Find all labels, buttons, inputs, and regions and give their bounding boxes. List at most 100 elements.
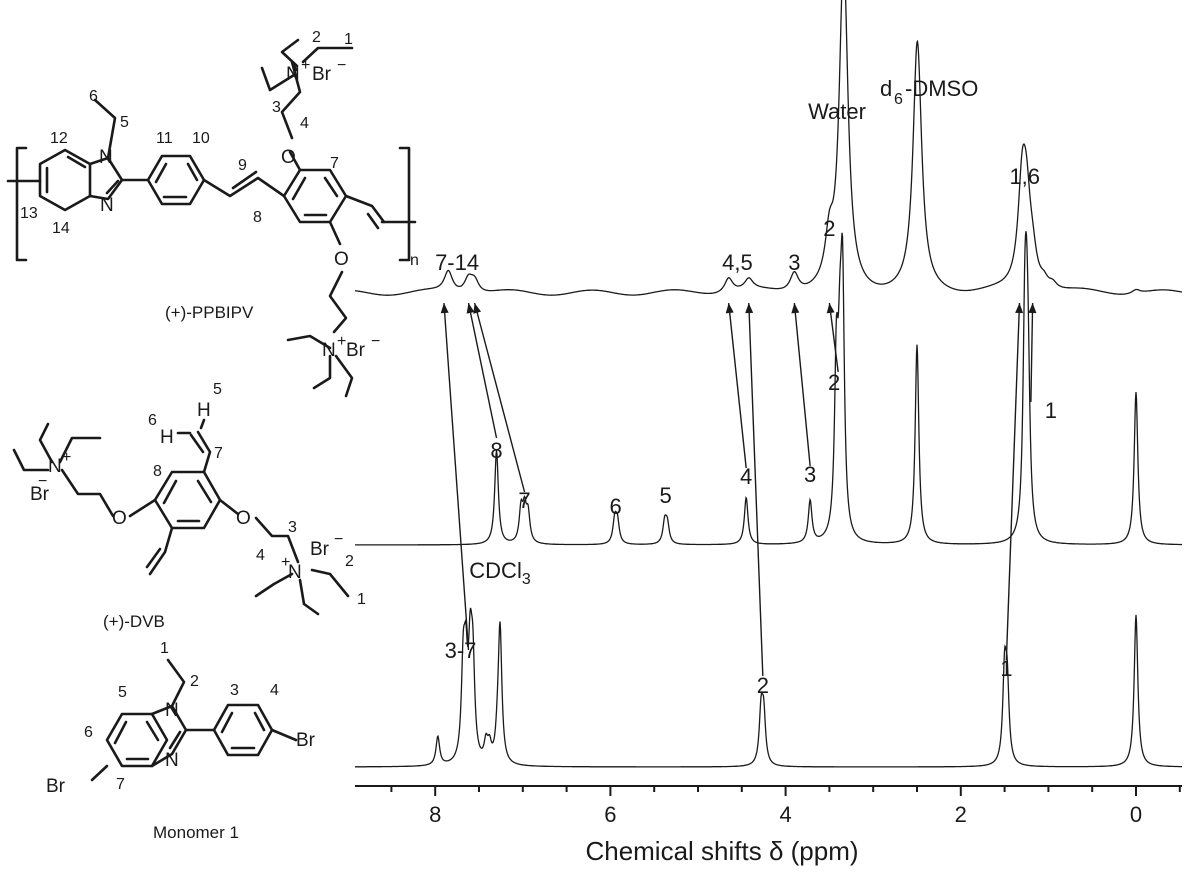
svg-text:N: N: [286, 64, 300, 85]
dvb-structure: [12, 418, 350, 616]
peak-label: 6: [610, 494, 622, 519]
monomer1-structure: [90, 658, 298, 782]
svg-text:1: 1: [160, 640, 169, 657]
polymer-top-ethyl-a: [280, 38, 300, 68]
peak-label: 3: [788, 250, 800, 275]
peak-label: 7: [518, 488, 530, 513]
svg-text:O: O: [112, 508, 127, 529]
svg-text:−: −: [337, 57, 346, 74]
peak-label: 2: [828, 370, 840, 395]
dvb-ring-inner: [162, 479, 213, 523]
svg-text:H: H: [197, 400, 211, 421]
svg-text:2: 2: [345, 553, 354, 570]
water-label: Water: [808, 99, 866, 124]
spectrum-trace-2: [355, 231, 1182, 546]
dvb-atom-labels: H H 6 5 7 8 O O 3 4 N + Br − N + Br − 2 …: [30, 381, 366, 631]
dvb-vinyl-top-h5: [199, 418, 206, 430]
dvb-left-ethyl-a: [38, 422, 54, 464]
polymer-vinylene-2-db: [366, 212, 380, 230]
svg-text:O: O: [236, 508, 251, 529]
svg-text:14: 14: [52, 220, 70, 237]
correlation-arrowhead: [826, 303, 835, 314]
polymer-vinylene-1-db: [231, 170, 258, 190]
polymer-top-chain: [280, 60, 302, 140]
svg-text:+: +: [301, 57, 310, 74]
svg-text:3: 3: [272, 99, 281, 116]
monomer1-br-bond-2: [270, 728, 298, 742]
svg-text:N: N: [165, 750, 179, 771]
dvb-vinyl-top: [196, 430, 212, 474]
dvb-right-chain: [254, 516, 300, 564]
monomer1-phenyl-inner: [220, 711, 266, 750]
x-tick-label: 2: [955, 802, 967, 827]
monomer1-benzo-inner: [113, 720, 160, 761]
polymer-structure: [6, 38, 417, 398]
correlation-arrow-line: [727, 302, 747, 469]
peak-label: 8: [490, 438, 502, 463]
spectrum-trace-3: [355, 607, 1182, 768]
x-axis-title: Chemical shifts δ (ppm): [585, 836, 858, 866]
svg-text:5: 5: [213, 381, 222, 398]
polymer-bottom-chain: [328, 270, 348, 334]
correlation-arrows: [440, 302, 1037, 677]
svg-text:+: +: [337, 333, 346, 350]
polymer-bracket-right: [398, 146, 411, 262]
polymer-double-bond: [105, 179, 120, 195]
peak-label: 4: [740, 464, 752, 489]
polymer-top-ethyl-b: [301, 46, 354, 64]
dvb-left-chain: [60, 468, 115, 518]
spectra-group: [354, 0, 1183, 768]
peak-label: 3: [804, 462, 816, 487]
svg-text:(+)-DVB: (+)-DVB: [103, 612, 165, 631]
svg-text:7: 7: [116, 776, 125, 793]
svg-text:Monomer 1: Monomer 1: [153, 823, 239, 842]
correlation-arrowhead: [473, 303, 482, 314]
dvb-left-ethyl-b: [58, 436, 102, 464]
correlation-arrow-line: [443, 302, 470, 651]
svg-text:(+)-PPBIPV: (+)-PPBIPV: [165, 303, 254, 322]
svg-text:d: d: [880, 76, 892, 101]
dvb-o-left-bond: [128, 498, 157, 518]
svg-text:1: 1: [344, 31, 353, 48]
svg-text:−: −: [334, 531, 343, 548]
svg-text:N: N: [99, 147, 113, 168]
svg-text:11: 11: [156, 130, 173, 147]
polymer-benzo-inner: [45, 155, 87, 194]
dvb-left-ethyl-c: [12, 448, 50, 472]
svg-text:6: 6: [148, 412, 157, 429]
svg-text:−: −: [371, 333, 380, 350]
svg-text:7: 7: [214, 445, 223, 462]
svg-text:H: H: [160, 427, 174, 448]
peak-label: 2: [823, 216, 835, 241]
svg-text:5: 5: [118, 684, 127, 701]
correlation-arrowhead: [1015, 303, 1024, 314]
svg-text:5: 5: [120, 114, 129, 131]
correlation-arrow-line: [473, 302, 526, 493]
svg-text:4: 4: [256, 547, 265, 564]
polymer-vinylene-2: [344, 194, 386, 224]
svg-text:9: 9: [238, 157, 247, 174]
svg-text:N: N: [100, 195, 114, 216]
svg-text:+: +: [281, 554, 290, 571]
dvb-right-ethyl-a: [254, 572, 294, 598]
svg-text:2: 2: [312, 29, 321, 46]
dvb-right-ethyl-c: [310, 568, 350, 598]
svg-text:6: 6: [84, 724, 93, 741]
correlation-arrow-line: [1030, 302, 1034, 403]
peak-label: 1,6: [1009, 164, 1040, 189]
dvb-vinyl-top-db: [189, 433, 205, 454]
svg-text:N: N: [48, 456, 62, 477]
svg-text:13: 13: [20, 205, 38, 222]
correlation-arrowhead: [1028, 303, 1037, 314]
svg-text:O: O: [334, 249, 349, 270]
svg-text:8: 8: [253, 209, 262, 226]
svg-text:6: 6: [894, 91, 903, 108]
dmso-label: d 6 -DMSO: [880, 76, 978, 108]
correlation-arrowhead: [440, 303, 449, 314]
svg-text:3: 3: [288, 519, 297, 536]
x-tick-label: 6: [604, 802, 616, 827]
